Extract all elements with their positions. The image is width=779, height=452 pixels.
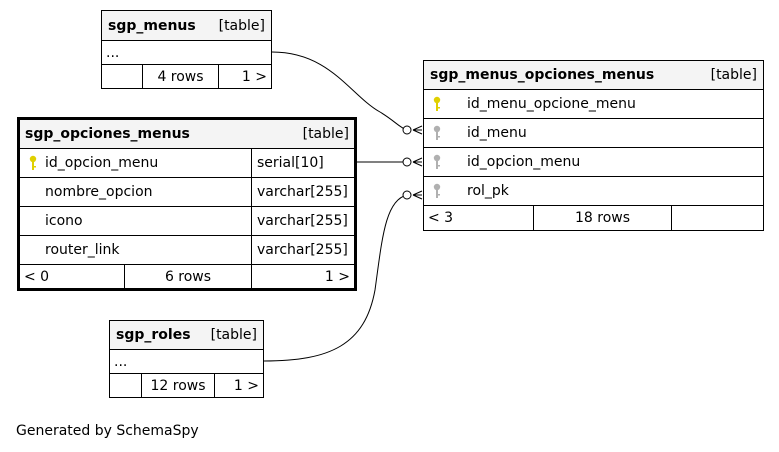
table-sgp-menus-opciones-menus[interactable]: sgp_menus_opciones_menus [table] id_menu… bbox=[423, 60, 764, 231]
table-header: sgp_opciones_menus [table] bbox=[20, 120, 354, 149]
optional-marker-id-opcion-menu bbox=[402, 157, 412, 167]
column-row[interactable]: router_link varchar[255] bbox=[20, 236, 354, 265]
primary-key-icon bbox=[29, 155, 37, 170]
table-header: sgp_menus_opciones_menus [table] bbox=[424, 61, 763, 90]
column-datatype: serial[10] bbox=[251, 149, 354, 177]
row-count: 18 rows bbox=[533, 206, 671, 230]
column-name: router_link bbox=[45, 242, 120, 258]
column-row[interactable]: id_opcion_menu bbox=[424, 148, 763, 177]
table-sgp-menus[interactable]: sgp_menus [table] ... 4 rows 1 > bbox=[101, 10, 272, 89]
column-row[interactable]: icono varchar[255] bbox=[20, 207, 354, 236]
children-cell bbox=[671, 206, 763, 230]
table-type: [table] bbox=[218, 17, 265, 34]
row-count: 4 rows bbox=[142, 65, 218, 88]
crowfoot-rol-pk bbox=[412, 190, 423, 200]
parents-count[interactable]: < 0 bbox=[24, 268, 50, 285]
table-type: [table] bbox=[210, 327, 257, 343]
primary-key-icon bbox=[433, 96, 441, 111]
column-name: id_opcion_menu bbox=[45, 155, 159, 171]
row-count: 6 rows bbox=[124, 265, 251, 288]
column-name: id_menu bbox=[467, 125, 527, 141]
crowfoot-id-menu bbox=[412, 125, 423, 135]
table-footer: 4 rows 1 > bbox=[102, 65, 271, 88]
table-sgp-opciones-menus[interactable]: sgp_opciones_menus [table] id_opcion_men… bbox=[17, 117, 357, 291]
table-sgp-roles[interactable]: sgp_roles [table] ... 12 rows 1 > bbox=[109, 320, 264, 398]
column-row[interactable]: id_opcion_menu serial[10] bbox=[20, 149, 354, 178]
column-datatype: varchar[255] bbox=[251, 236, 354, 264]
crowfoot-id-opcion-menu bbox=[412, 157, 423, 167]
column-name: id_menu_opcione_menu bbox=[467, 96, 636, 112]
columns-placeholder: ... bbox=[114, 353, 128, 370]
table-header: sgp_roles [table] bbox=[110, 321, 263, 350]
column-row[interactable]: rol_pk bbox=[424, 177, 763, 206]
link-menus-to-join bbox=[271, 51, 408, 131]
table-name: sgp_opciones_menus bbox=[25, 126, 190, 142]
optional-marker-rol-pk bbox=[402, 190, 412, 200]
table-footer: < 3 18 rows bbox=[424, 206, 763, 230]
table-type: [table] bbox=[710, 67, 757, 83]
table-footer: < 0 6 rows 1 > bbox=[20, 265, 354, 288]
column-name: rol_pk bbox=[467, 183, 509, 199]
column-row[interactable]: id_menu_opcione_menu bbox=[424, 90, 763, 119]
link-roles-to-join bbox=[263, 194, 408, 362]
foreign-key-icon bbox=[433, 183, 441, 198]
optional-marker-id-menu bbox=[402, 125, 412, 135]
children-count[interactable]: 1 > bbox=[218, 65, 271, 88]
foreign-key-icon bbox=[433, 125, 441, 140]
table-type: [table] bbox=[302, 126, 349, 142]
table-name: sgp_menus bbox=[108, 17, 196, 34]
row-count: 12 rows bbox=[141, 374, 214, 397]
table-name: sgp_roles bbox=[116, 327, 191, 343]
parents-count[interactable]: < 3 bbox=[428, 210, 454, 226]
table-footer: 12 rows 1 > bbox=[110, 374, 263, 397]
column-name: id_opcion_menu bbox=[467, 154, 581, 170]
column-row[interactable]: nombre_opcion varchar[255] bbox=[20, 178, 354, 207]
column-datatype: varchar[255] bbox=[251, 178, 354, 206]
column-name: nombre_opcion bbox=[45, 184, 153, 200]
generated-by-footer: Generated by SchemaSpy bbox=[16, 423, 199, 439]
columns-collapsed: ... bbox=[110, 350, 263, 374]
columns-collapsed: ... bbox=[102, 41, 271, 65]
column-name: icono bbox=[45, 213, 83, 229]
column-datatype: varchar[255] bbox=[251, 207, 354, 235]
column-row[interactable]: id_menu bbox=[424, 119, 763, 148]
table-name: sgp_menus_opciones_menus bbox=[430, 67, 655, 83]
table-header: sgp_menus [table] bbox=[102, 11, 271, 41]
foreign-key-icon bbox=[433, 154, 441, 169]
columns-placeholder: ... bbox=[106, 44, 120, 61]
children-count[interactable]: 1 > bbox=[214, 374, 263, 397]
children-count[interactable]: 1 > bbox=[251, 265, 354, 288]
